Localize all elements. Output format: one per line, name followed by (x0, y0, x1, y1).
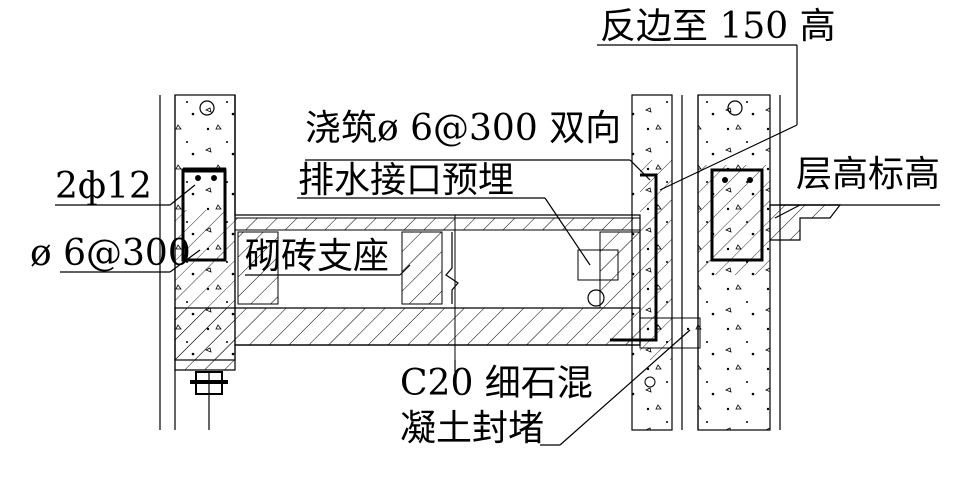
right-wall (697, 94, 842, 431)
label-rebar-stirrup: ø 6@300 (30, 233, 191, 274)
slab-section (174, 214, 641, 371)
middle-wall (610, 94, 701, 431)
label-pour: 浇筑ø 6@300 双向 (305, 108, 621, 149)
label-concrete-line1: C20 细石混 (400, 363, 593, 404)
label-rebar-main: 2ф12 (55, 166, 152, 207)
label-brick-support: 砌砖支座 (245, 236, 389, 277)
bottom-pipe-fixture (190, 371, 228, 430)
label-turn-up: 反边至 150 高 (600, 6, 836, 47)
left-rebar-cage (181, 167, 227, 262)
leader-lines (55, 44, 940, 446)
label-concrete-line2: 凝土封堵 (400, 408, 544, 449)
label-floor-level: 层高标高 (796, 154, 940, 195)
label-drain-embed: 排水接口预埋 (298, 160, 514, 201)
